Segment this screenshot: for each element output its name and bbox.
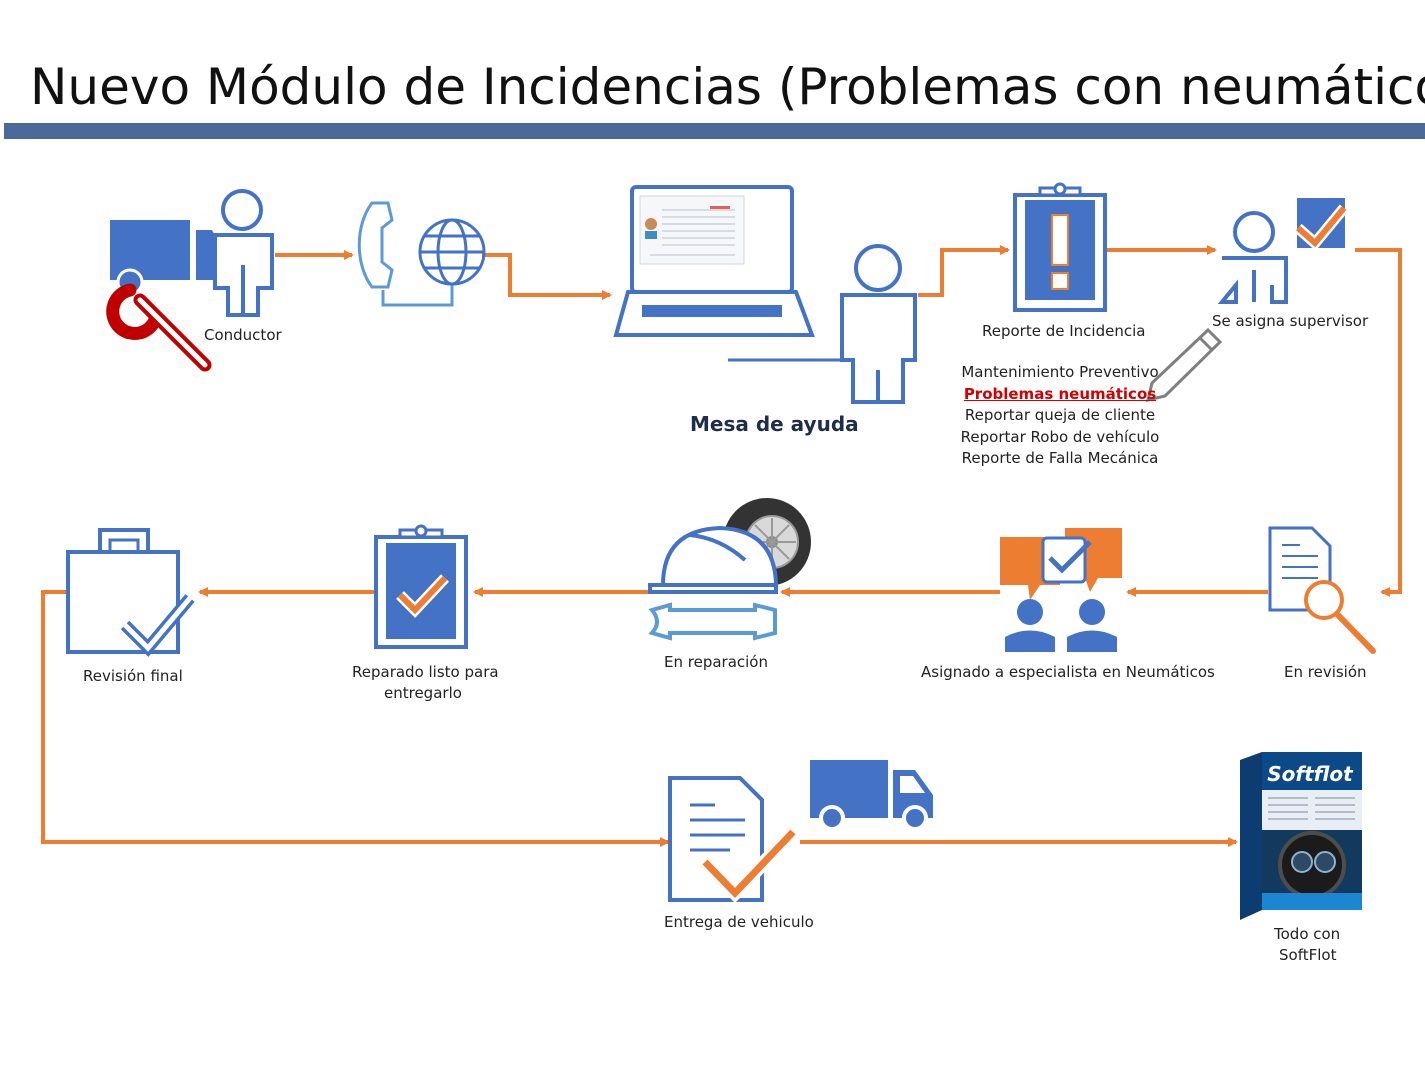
step-label-reparacion: En reparación xyxy=(664,653,768,671)
connector-agent-report xyxy=(918,245,1010,297)
wrench-icon xyxy=(106,283,212,372)
chat-team-icon xyxy=(1000,528,1122,652)
step-label-revision-final: Revisión final xyxy=(83,667,183,685)
incident-type-4[interactable]: Reportar Robo de vehículo xyxy=(960,428,1160,446)
incident-type-1[interactable]: Mantenimiento Preventivo xyxy=(961,363,1159,381)
title-underline xyxy=(4,123,1425,139)
clipboard-alert-icon xyxy=(1013,182,1107,312)
connector-final-delivery xyxy=(41,590,670,847)
step-label-reporte: Reporte de Incidencia xyxy=(982,322,1146,340)
step-label-todo-2: SoftFlot xyxy=(1279,946,1337,964)
clipboard-check-icon xyxy=(374,524,468,649)
globe-icon xyxy=(418,218,486,286)
document-check-icon xyxy=(668,776,799,904)
incident-type-5[interactable]: Reporte de Falla Mecánica xyxy=(961,449,1159,467)
software-box-icon xyxy=(1240,752,1362,920)
supervisor-icon xyxy=(1217,211,1288,304)
step-label-revision: En revisión xyxy=(1284,663,1367,681)
incident-type-3[interactable]: Reportar queja de cliente xyxy=(964,406,1156,424)
hardhat-wrench-icon xyxy=(648,525,779,641)
incident-type-2-selected[interactable]: Problemas neumáticos xyxy=(963,385,1157,403)
truck-icon xyxy=(110,220,222,296)
driver-icon xyxy=(213,189,274,317)
pencil-icon xyxy=(1145,327,1223,403)
step-label-reparado-1: Reparado listo para xyxy=(352,663,499,681)
step-label-reparado-2: entregarlo xyxy=(384,684,462,702)
laptop-icon xyxy=(613,185,845,362)
connectors xyxy=(41,245,1402,847)
step-label-mesa-ayuda: Mesa de ayuda xyxy=(690,412,859,436)
phone-icon xyxy=(357,201,454,307)
bag-check-icon xyxy=(66,528,195,657)
step-label-entrega: Entrega de vehiculo xyxy=(664,913,814,931)
step-label-conductor: Conductor xyxy=(204,326,282,344)
document-search-icon xyxy=(1268,526,1376,654)
page-title: Nuevo Módulo de Incidencias (Problemas c… xyxy=(30,58,1425,116)
delivery-truck-icon xyxy=(810,760,933,831)
agent-icon xyxy=(840,244,917,404)
step-label-supervisor: Se asigna supervisor xyxy=(1212,312,1369,330)
step-label-especialista: Asignado a especialista en Neumáticos xyxy=(921,663,1215,681)
connector-phone-laptop xyxy=(482,253,612,300)
connector-supervisor-revision xyxy=(1355,248,1402,597)
checkbox-icon xyxy=(1294,198,1349,251)
step-label-todo-1: Todo con xyxy=(1274,925,1341,943)
software-box-brand: Softflot xyxy=(1267,762,1354,786)
